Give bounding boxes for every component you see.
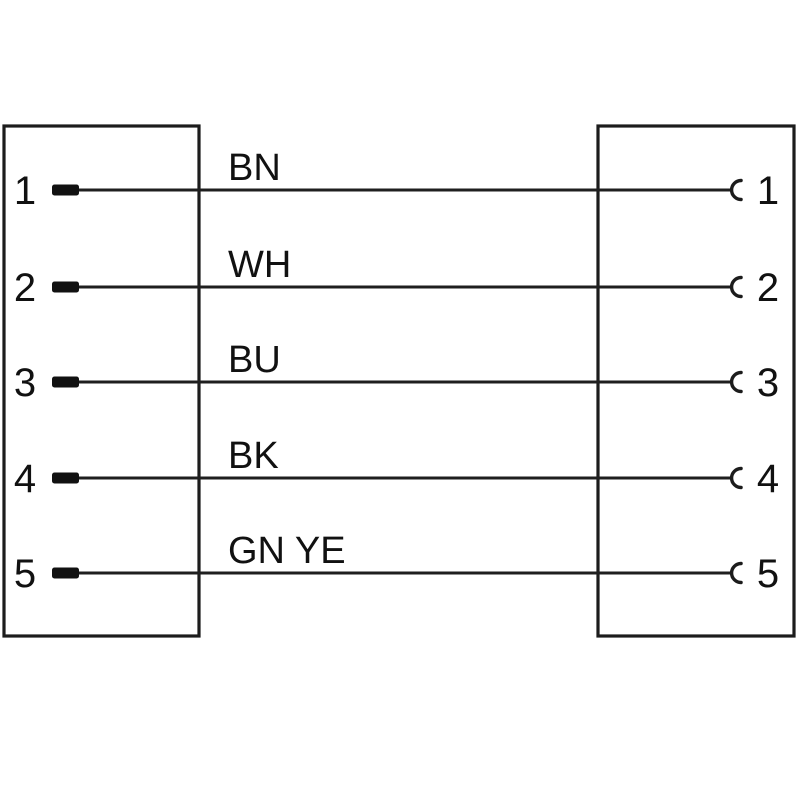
- connection-row: 4 4 BK: [14, 435, 779, 501]
- wire-color-label: BN: [228, 147, 281, 189]
- pin-marker: [52, 472, 79, 484]
- wire-color-label: WH: [228, 244, 291, 286]
- pin-marker: [52, 281, 79, 293]
- right-pin-number: 3: [757, 361, 779, 405]
- left-pin-number: 3: [14, 361, 36, 405]
- connection-row: 1 1 BN: [14, 147, 779, 213]
- socket-marker: [729, 561, 743, 585]
- left-pin-number: 1: [14, 169, 36, 213]
- left-pin-number: 4: [14, 457, 36, 501]
- socket-marker: [729, 178, 743, 202]
- wire-color-label: GN YE: [228, 530, 346, 572]
- left-pin-number: 5: [14, 552, 36, 596]
- socket-marker: [729, 370, 743, 394]
- wire-color-label: BU: [228, 339, 281, 381]
- socket-marker: [729, 275, 743, 299]
- pin-marker: [52, 376, 79, 388]
- pin-marker: [52, 567, 79, 579]
- connection-row: 3 3 BU: [14, 339, 779, 405]
- pin-marker: [52, 184, 79, 196]
- right-pin-number: 2: [757, 266, 779, 310]
- connection-row: 5 5 GN YE: [14, 530, 779, 596]
- connection-rows: 1 1 BN 2 2 WH 3 3 BU 4 4 BK 5 5 GN YE: [14, 147, 779, 596]
- connection-row: 2 2 WH: [14, 244, 779, 310]
- wire-color-label: BK: [228, 435, 279, 477]
- left-pin-number: 2: [14, 266, 36, 310]
- right-pin-number: 5: [757, 552, 779, 596]
- socket-marker: [729, 466, 743, 490]
- right-pin-number: 4: [757, 457, 779, 501]
- right-pin-number: 1: [757, 169, 779, 213]
